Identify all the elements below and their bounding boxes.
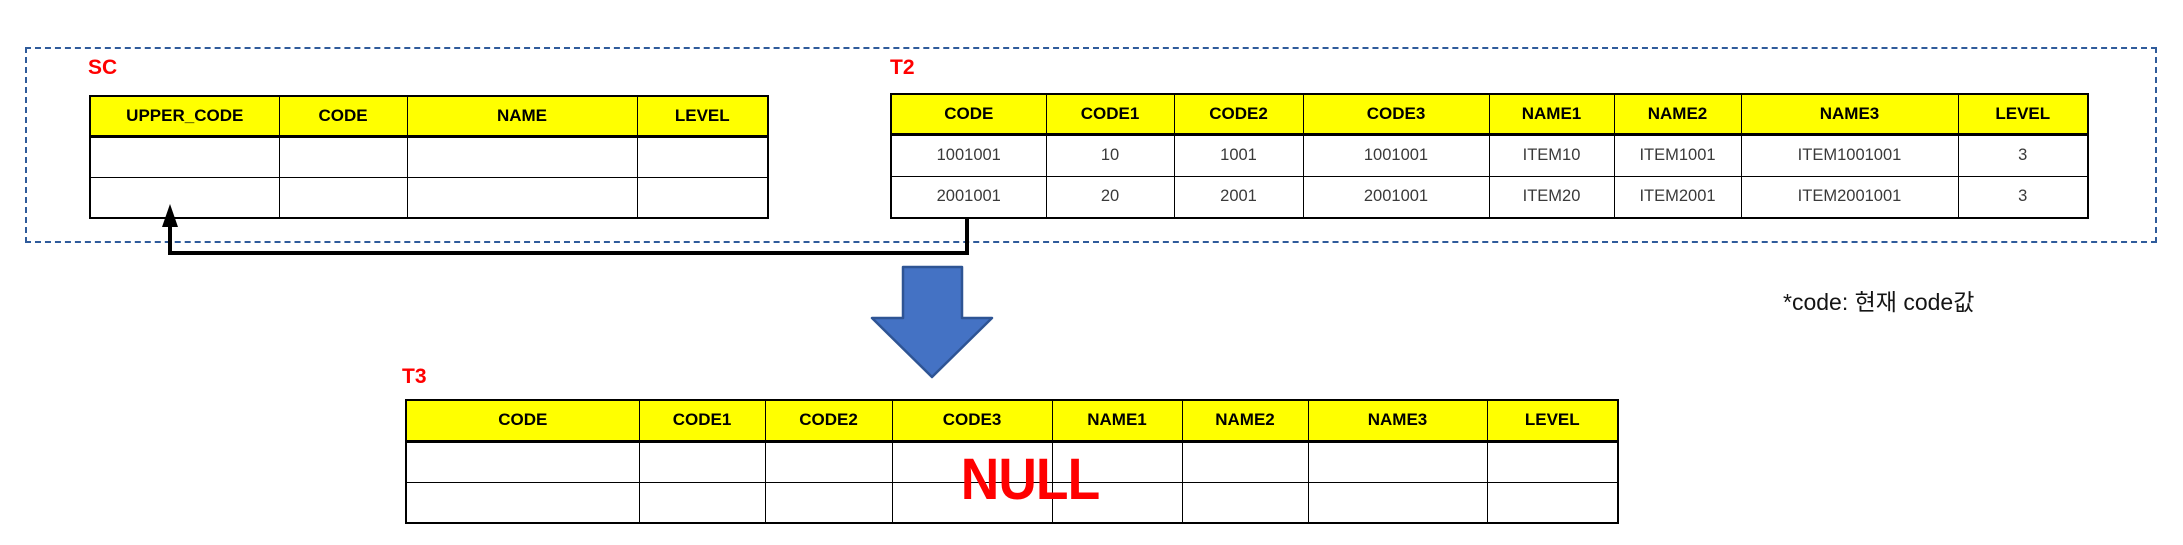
t3-header-code2: CODE2 bbox=[764, 399, 893, 443]
sc-cell-level bbox=[636, 135, 769, 178]
t2-header-code3: CODE3 bbox=[1302, 93, 1490, 136]
t2-cell-level: 3 bbox=[1957, 175, 2089, 219]
t3-cell-code bbox=[405, 440, 640, 483]
table-row: 2001001 20 2001 2001001 ITEM20 ITEM2001 … bbox=[890, 175, 2089, 219]
t2-cell-name3: ITEM2001001 bbox=[1740, 175, 1959, 219]
sc-cell-code bbox=[278, 176, 408, 219]
t3-table-label: T3 bbox=[402, 365, 427, 388]
t3-cell-name2 bbox=[1181, 481, 1309, 524]
t2-header-level: LEVEL bbox=[1957, 93, 2089, 136]
sc-header-upper-code: UPPER_CODE bbox=[89, 95, 280, 138]
source-tables-group-box bbox=[25, 47, 2157, 243]
t3-cell-name3 bbox=[1307, 440, 1488, 483]
t3-cell-code2 bbox=[764, 481, 893, 524]
t3-cell-name1 bbox=[1051, 440, 1183, 483]
sc-cell-upper-code bbox=[89, 135, 280, 178]
table-row bbox=[405, 481, 1619, 524]
t3-cell-level bbox=[1486, 440, 1619, 483]
t2-cell-code: 1001001 bbox=[890, 133, 1047, 177]
t2-header-code2: CODE2 bbox=[1173, 93, 1304, 136]
sc-header-name: NAME bbox=[406, 95, 638, 138]
t3-table: CODE CODE1 CODE2 CODE3 NAME1 NAME2 NAME3… bbox=[405, 399, 1619, 524]
sc-cell-level bbox=[636, 176, 769, 219]
t2-header-code: CODE bbox=[890, 93, 1047, 136]
t2-cell-name1: ITEM20 bbox=[1488, 175, 1615, 219]
t3-header-code1: CODE1 bbox=[638, 399, 766, 443]
sc-cell-code bbox=[278, 135, 408, 178]
table-row bbox=[405, 440, 1619, 483]
sc-header-row: UPPER_CODE CODE NAME LEVEL bbox=[89, 95, 769, 138]
t3-cell-name1 bbox=[1051, 481, 1183, 524]
t2-table-label: T2 bbox=[890, 56, 915, 79]
t2-cell-code2: 1001 bbox=[1173, 133, 1304, 177]
t3-header-code3: CODE3 bbox=[891, 399, 1053, 443]
t3-header-level: LEVEL bbox=[1486, 399, 1619, 443]
t2-cell-name2: ITEM2001 bbox=[1613, 175, 1742, 219]
t3-header-name3: NAME3 bbox=[1307, 399, 1488, 443]
t2-table: CODE CODE1 CODE2 CODE3 NAME1 NAME2 NAME3… bbox=[890, 93, 2089, 219]
t2-header-name1: NAME1 bbox=[1488, 93, 1615, 136]
t2-cell-code3: 1001001 bbox=[1302, 133, 1490, 177]
t3-cell-code1 bbox=[638, 481, 766, 524]
sc-table: UPPER_CODE CODE NAME LEVEL bbox=[89, 95, 769, 219]
t2-header-row: CODE CODE1 CODE2 CODE3 NAME1 NAME2 NAME3… bbox=[890, 93, 2089, 136]
table-row bbox=[89, 135, 769, 178]
t2-cell-level: 3 bbox=[1957, 133, 2089, 177]
t3-cell-code3 bbox=[891, 481, 1053, 524]
t2-cell-name2: ITEM1001 bbox=[1613, 133, 1742, 177]
t2-cell-name1: ITEM10 bbox=[1488, 133, 1615, 177]
table-row: 1001001 10 1001 1001001 ITEM10 ITEM1001 … bbox=[890, 133, 2089, 177]
t2-header-code1: CODE1 bbox=[1045, 93, 1175, 136]
t3-cell-name2 bbox=[1181, 440, 1309, 483]
sc-header-code: CODE bbox=[278, 95, 408, 138]
t3-cell-name3 bbox=[1307, 481, 1488, 524]
t2-cell-code2: 2001 bbox=[1173, 175, 1304, 219]
code-note: *code: 현재 code값 bbox=[1783, 289, 1975, 315]
sc-cell-upper-code bbox=[89, 176, 280, 219]
table-row bbox=[89, 176, 769, 219]
t2-cell-code: 2001001 bbox=[890, 175, 1047, 219]
null-annotation: NULL bbox=[960, 447, 1101, 512]
flow-arrow-icon bbox=[870, 265, 994, 379]
t3-cell-code1 bbox=[638, 440, 766, 483]
t3-header-row: CODE CODE1 CODE2 CODE3 NAME1 NAME2 NAME3… bbox=[405, 399, 1619, 443]
t3-header-name1: NAME1 bbox=[1051, 399, 1183, 443]
sc-cell-name bbox=[406, 135, 638, 178]
sc-cell-name bbox=[406, 176, 638, 219]
t3-header-code: CODE bbox=[405, 399, 640, 443]
t2-cell-code1: 10 bbox=[1045, 133, 1175, 177]
t2-header-name2: NAME2 bbox=[1613, 93, 1742, 136]
t3-cell-code bbox=[405, 481, 640, 524]
t2-cell-code3: 2001001 bbox=[1302, 175, 1490, 219]
sc-table-label: SC bbox=[88, 56, 118, 79]
t3-header-name2: NAME2 bbox=[1181, 399, 1309, 443]
t3-cell-level bbox=[1486, 481, 1619, 524]
t2-header-name3: NAME3 bbox=[1740, 93, 1959, 136]
t3-cell-code2 bbox=[764, 440, 893, 483]
t2-cell-name3: ITEM1001001 bbox=[1740, 133, 1959, 177]
sc-header-level: LEVEL bbox=[636, 95, 769, 138]
t2-cell-code1: 20 bbox=[1045, 175, 1175, 219]
